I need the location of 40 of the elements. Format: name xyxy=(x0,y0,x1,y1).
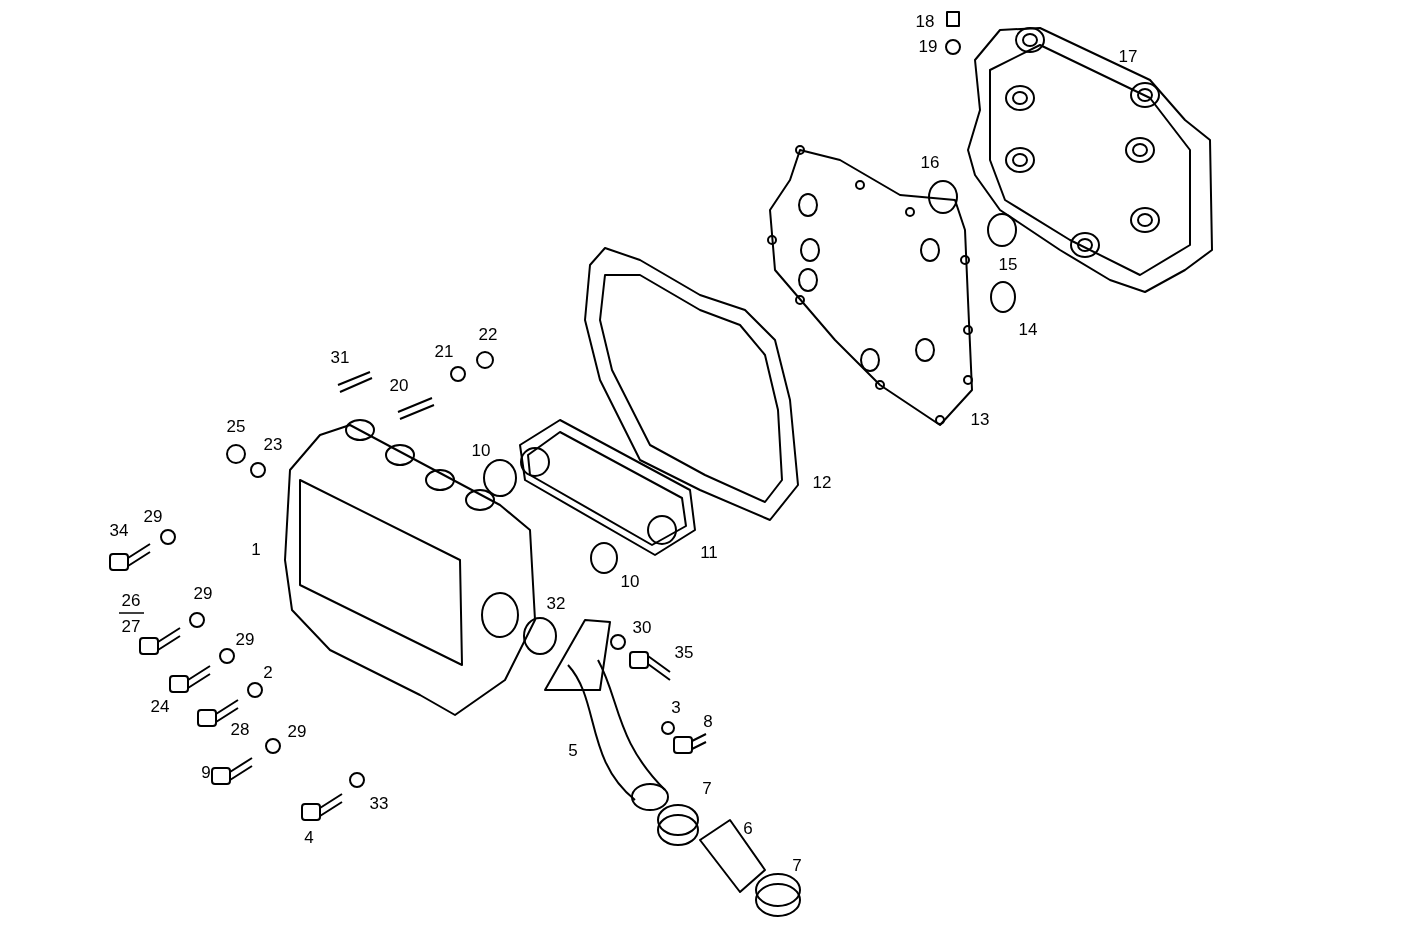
callout-number: 28 xyxy=(230,721,250,739)
callout-number: 14 xyxy=(1018,321,1038,339)
callout-number: 9 xyxy=(201,764,211,782)
callout-number: 29 xyxy=(193,585,213,603)
callout-number: 4 xyxy=(304,829,314,847)
callout-number: 21 xyxy=(434,343,454,361)
callout-number: 12 xyxy=(812,474,832,492)
callout-number: 18 xyxy=(915,13,935,31)
callout-number: 15 xyxy=(998,256,1018,274)
callout-number: 7 xyxy=(792,857,802,875)
callout-number: 27 xyxy=(121,618,141,636)
callout-number: 29 xyxy=(287,723,307,741)
callout-number: 23 xyxy=(263,436,283,454)
callout-number: 16 xyxy=(920,154,940,172)
callout-number: 13 xyxy=(970,411,990,429)
callout-number: 5 xyxy=(568,742,578,760)
callout-number: 26 xyxy=(121,592,141,610)
callout-number: 10 xyxy=(471,442,491,460)
callout-number: 1 xyxy=(251,541,261,559)
callout-number: 25 xyxy=(226,418,246,436)
callout-number: 19 xyxy=(918,38,938,56)
callout-number: 11 xyxy=(700,544,718,562)
callout-number: 7 xyxy=(702,780,712,798)
callout-number: 24 xyxy=(150,698,170,716)
callout-number: 30 xyxy=(632,619,652,637)
callout-number: 31 xyxy=(330,349,350,367)
callout-number: 3 xyxy=(671,699,681,717)
callout-number: 22 xyxy=(478,326,498,344)
callout-number: 34 xyxy=(109,522,129,540)
callout-number: 29 xyxy=(235,631,255,649)
callout-number: 33 xyxy=(369,795,389,813)
callout-number: 8 xyxy=(703,713,713,731)
callout-number: 20 xyxy=(389,377,409,395)
callout-number: 32 xyxy=(546,595,566,613)
callout-number: 2 xyxy=(263,664,273,682)
callout-number: 35 xyxy=(674,644,694,662)
callout-number: 10 xyxy=(620,573,640,591)
callout-number: 17 xyxy=(1118,48,1138,66)
callout-number: 6 xyxy=(743,820,753,838)
callout-number: 29 xyxy=(143,508,163,526)
